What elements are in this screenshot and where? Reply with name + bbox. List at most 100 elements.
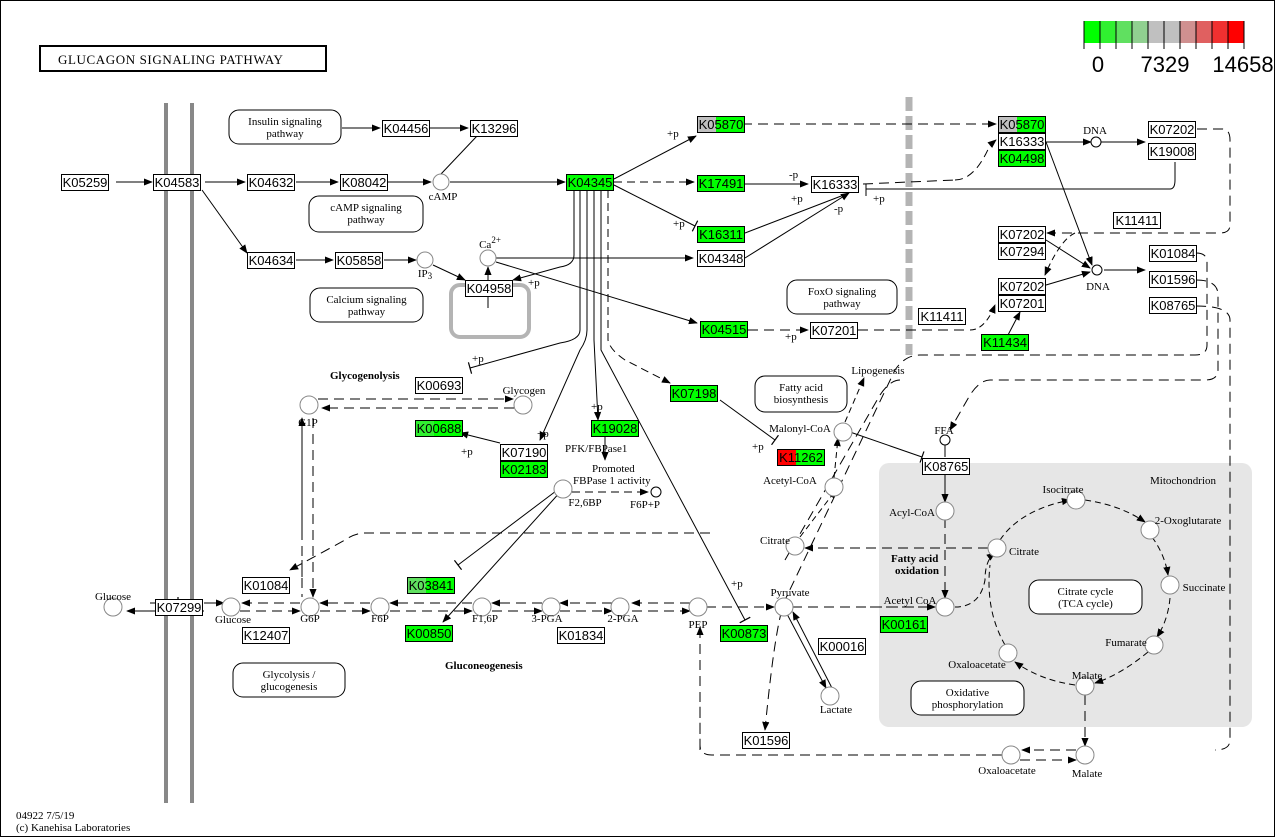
pathway-link-citrate-cycle[interactable]: Citrate cycle(TCA cycle) <box>1028 579 1143 615</box>
compound-citrate[interactable]: Citrate <box>760 535 805 556</box>
gene-box-k11411[interactable]: K11411 <box>918 308 966 325</box>
gene-box-k03841[interactable]: K03841 <box>407 577 455 594</box>
compound-f1-6p[interactable]: F1,6P <box>472 597 498 625</box>
gene-fill <box>247 174 295 191</box>
compound-acetyl-coa[interactable]: Acetyl CoA <box>884 595 955 617</box>
compound-g6p[interactable]: G6P <box>300 597 320 625</box>
gene-box-k04456[interactable]: K04456 <box>382 120 430 137</box>
gene-box-k01084[interactable]: K01084 <box>242 577 290 594</box>
gene-box-k08042[interactable]: K08042 <box>340 174 388 191</box>
gene-box-k00693[interactable]: K00693 <box>415 377 463 394</box>
compound-3-pga[interactable]: 3-PGA <box>531 597 563 625</box>
gene-box-k04345[interactable]: K04345 <box>566 174 614 191</box>
gene-box-k07201[interactable]: K07201 <box>998 295 1046 312</box>
phosphorylation-label: +p <box>667 128 679 140</box>
compound-dna[interactable]: DNA <box>1086 264 1110 293</box>
gene-box-k13296[interactable]: K13296 <box>470 120 518 137</box>
compound-fumarate[interactable]: Fumarate <box>1105 635 1164 655</box>
gene-box-k07202[interactable]: K07202 <box>998 226 1046 243</box>
gene-box-k07294[interactable]: K07294 <box>998 243 1046 260</box>
gene-box-k11434[interactable]: K11434 <box>981 334 1029 351</box>
gene-box-k19008[interactable]: K19008 <box>1148 143 1196 160</box>
compound-acyl-coa[interactable]: Acyl-CoA <box>889 501 955 521</box>
compound-citrate[interactable]: Citrate <box>987 538 1039 558</box>
compound-glucose[interactable]: Glucose <box>95 591 131 617</box>
compound-dna[interactable]: DNA <box>1083 125 1107 148</box>
gene-box-k04348[interactable]: K04348 <box>697 250 745 267</box>
compound-malate[interactable]: Malate <box>1072 745 1103 780</box>
compound-2-oxoglutarate[interactable]: 2-Oxoglutarate <box>1140 515 1221 540</box>
reaction-edges <box>116 120 1231 764</box>
compound-acetyl-coa[interactable]: Acetyl-CoA <box>763 475 844 497</box>
gene-box-k08765[interactable]: K08765 <box>922 458 970 475</box>
compound-circle <box>1144 635 1164 655</box>
compound-pep[interactable]: PEP <box>688 597 708 631</box>
gene-box-k11262[interactable]: K11262 <box>777 449 825 466</box>
gene-box-k04632[interactable]: K04632 <box>247 174 295 191</box>
gene-box-k04515[interactable]: K04515 <box>700 321 748 338</box>
compound-glycogen[interactable]: Glycogen <box>503 385 546 415</box>
compound-2-pga[interactable]: 2-PGA <box>607 597 639 625</box>
compound-malonyl-coa[interactable]: Malonyl-CoA <box>769 422 853 442</box>
compound-f6p-p[interactable]: F6P+P <box>630 486 662 511</box>
compound-f6p[interactable]: F6P <box>370 597 390 625</box>
compound-g1p[interactable]: G1P <box>298 395 319 429</box>
compound-oxaloacetate[interactable]: Oxaloacetate <box>948 643 1018 671</box>
gene-box-k05858[interactable]: K05858 <box>335 252 383 269</box>
gene-box-k07201[interactable]: K07201 <box>810 322 858 339</box>
gene-box-k04583[interactable]: K04583 <box>153 174 201 191</box>
gene-box-k16333[interactable]: K16333 <box>811 176 859 193</box>
pathway-label: pathway <box>266 128 304 140</box>
compound-ip3[interactable]: IP3 <box>416 251 434 281</box>
gene-box-k11411[interactable]: K11411 <box>1113 212 1161 229</box>
gene-box-k04958[interactable]: K04958 <box>465 280 513 297</box>
gene-box-k07198[interactable]: K07198 <box>670 385 718 402</box>
gene-box-k12407[interactable]: K12407 <box>242 627 290 644</box>
gene-box-k07202[interactable]: K07202 <box>998 278 1046 295</box>
gene-box-k01834[interactable]: K01834 <box>557 627 605 644</box>
compound-glucose[interactable]: Glucose <box>215 597 251 626</box>
gene-box-k08765[interactable]: K08765 <box>1149 297 1197 314</box>
gene-box-k00873[interactable]: K00873 <box>720 625 768 642</box>
gene-box-k05870[interactable]: K05870 <box>998 116 1046 133</box>
gene-box-k00016[interactable]: K00016 <box>818 638 866 655</box>
gene-box-k01596[interactable]: K01596 <box>1149 271 1197 288</box>
gene-box-k07202[interactable]: K07202 <box>1148 121 1196 138</box>
compound-oxaloacetate[interactable]: Oxaloacetate <box>978 745 1036 777</box>
gene-box-k04498[interactable]: K04498 <box>998 150 1046 167</box>
compound-malate[interactable]: Malate <box>1072 670 1103 696</box>
gene-box-k05870[interactable]: K05870 <box>697 116 745 133</box>
compound-isocitrate[interactable]: Isocitrate <box>1043 484 1086 510</box>
compound-ca2-[interactable]: Ca2+ <box>479 235 501 267</box>
compound-camp[interactable]: cAMP <box>429 173 458 203</box>
gene-box-k00850[interactable]: K00850 <box>405 625 453 642</box>
compound-lactate[interactable]: Lactate <box>820 686 852 716</box>
gene-box-k07190[interactable]: K07190 <box>500 444 548 461</box>
gene-box-k00161[interactable]: K00161 <box>880 616 928 633</box>
gene-box-k01596[interactable]: K01596 <box>742 732 790 749</box>
gene-box-k01084[interactable]: K01084 <box>1149 245 1197 262</box>
compound-ffa[interactable]: FFA <box>934 425 954 446</box>
gene-box-k04634[interactable]: K04634 <box>247 252 295 269</box>
gene-box-k16311[interactable]: K16311 <box>697 226 745 243</box>
gene-label: K17491 <box>699 176 744 191</box>
gene-box-k19028[interactable]: K19028 <box>591 420 639 437</box>
gene-box-k16333[interactable]: K16333 <box>998 133 1046 150</box>
compound-f2-6bp[interactable]: F2,6BP <box>553 479 602 509</box>
gene-box-k05259[interactable]: K05259 <box>61 174 109 191</box>
gene-box-k17491[interactable]: K17491 <box>697 175 745 192</box>
compound-succinate[interactable]: Succinate <box>1160 575 1225 595</box>
gene-box-k00688[interactable]: K00688 <box>415 420 463 437</box>
gene-box-k07299[interactable]: K07299 <box>155 599 203 616</box>
pathway-link-glycolysis[interactable]: Glycolysis /glucogenesis <box>232 662 346 698</box>
gene-box-k02183[interactable]: K02183 <box>500 461 548 478</box>
compound-lipogenesis[interactable]: Lipogenesis <box>851 365 904 377</box>
gene-fill <box>382 120 430 137</box>
compound-pyruvate[interactable]: Pyruvate <box>770 587 810 617</box>
